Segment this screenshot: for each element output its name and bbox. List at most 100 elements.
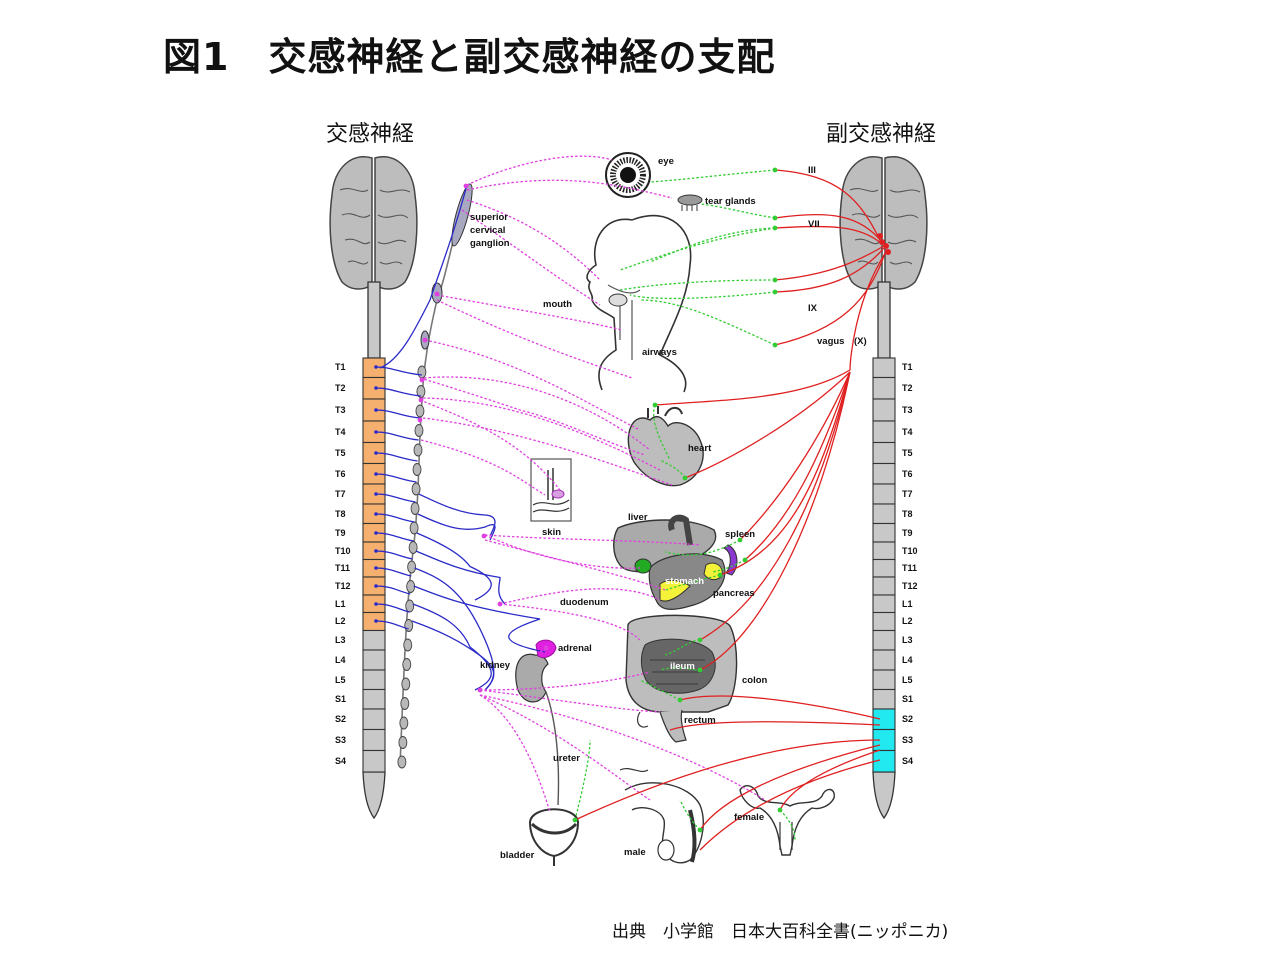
right-segment-label-l3: L3: [902, 635, 913, 645]
splanchnic-fiber: [415, 550, 506, 605]
eye-organ: [605, 152, 651, 198]
fiber-origin-dot: [374, 531, 378, 535]
right-segment-label-t9: T9: [902, 528, 913, 538]
left-segment-label-t12: T12: [335, 581, 351, 591]
ganglion-dot: [543, 645, 549, 651]
spine-segment-s2: [362, 708, 386, 731]
fiber-origin-dot: [374, 365, 378, 369]
ganglion-dot: [477, 687, 483, 693]
parasympathetic-postganglionic-fiber: [679, 799, 701, 831]
right-segment-label-l4: L4: [902, 655, 913, 665]
chain-ganglion: [411, 482, 421, 496]
spine-segment-s3: [362, 728, 386, 752]
chain-ganglion: [406, 580, 416, 593]
parasympathetic-fiber: [679, 695, 881, 720]
fiber-origin-dot: [374, 492, 378, 496]
preganglionic-fiber-t11: [375, 567, 412, 577]
postganglionic-fiber: [479, 694, 766, 801]
chain-ganglion: [398, 736, 408, 749]
nerve-vii-label: VII: [808, 219, 820, 230]
left-segment-label-l3: L3: [335, 635, 346, 645]
kidney-label: kidney: [480, 660, 511, 671]
kidney-adrenal-organs: [515, 639, 560, 806]
preganglionic-fiber-l2: [375, 620, 409, 630]
left-segment-label-t9: T9: [335, 528, 346, 538]
spine-segment-l5: [362, 669, 386, 691]
ileum-label: ileum: [670, 661, 695, 672]
ganglion-label-1: superior: [470, 212, 508, 223]
parasympathetic-postganglionic-fiber: [711, 559, 746, 573]
cranial-nerve-labels: III VII IX vagus (X): [808, 165, 867, 347]
pancreas-label: pancreas: [713, 588, 755, 599]
preganglionic-fiber-t2: [375, 387, 421, 397]
spine-segment-t5: [872, 441, 896, 465]
parasympathetic-fiber: [699, 759, 881, 851]
preganglionic-fiber-t7: [375, 493, 416, 503]
postganglionic-fiber: [419, 399, 561, 491]
parasympathetic-fiber: [774, 249, 887, 346]
terminal-ganglion-dot: [772, 225, 778, 231]
rectum-label: rectum: [684, 715, 716, 726]
left-segment-label-t10: T10: [335, 546, 351, 556]
parasympathetic-fiber: [684, 371, 851, 479]
splanchnic-fiber: [412, 603, 492, 691]
left-segment-label-s2: S2: [335, 714, 346, 724]
parasympathetic-fiber: [774, 213, 883, 243]
postganglionic-fiber: [422, 417, 673, 486]
nerve-iii-label: III: [808, 165, 816, 176]
parasympathetic-postganglionic-fiber: [699, 203, 776, 219]
chain-ganglion: [416, 385, 426, 398]
spine-segment-t9: [872, 522, 896, 543]
preganglionic-fiber-t8: [375, 513, 415, 523]
postganglionic-fiber: [466, 199, 601, 281]
chain-ganglion: [409, 521, 419, 535]
ascending-chain-fiber: [379, 184, 468, 369]
duodenum-label: duodenum: [560, 597, 609, 608]
female-label: female: [734, 812, 764, 823]
ganglion-dot: [417, 417, 423, 423]
chain-ganglion: [402, 658, 412, 671]
spinal-cord-tail: [872, 771, 896, 820]
heart-organ: [627, 406, 704, 487]
parasympathetic-preganglionic-fibers: [574, 169, 891, 851]
terminal-ganglion-dot: [772, 277, 778, 283]
parasympathetic-fiber: [779, 749, 881, 811]
right-segment-label-t10: T10: [902, 546, 918, 556]
right-segment-label-s4: S4: [902, 756, 913, 766]
skin-label: skin: [542, 527, 561, 538]
terminal-ganglion-dot: [777, 807, 783, 813]
splanchnic-fiber: [417, 513, 496, 541]
parasympathetic-postganglionic-fiber: [649, 227, 776, 263]
chain-ganglion: [410, 502, 420, 515]
terminal-ganglion-dot: [677, 697, 683, 703]
right-brain: [839, 156, 928, 290]
left-segment-label-t3: T3: [335, 405, 346, 415]
intestine-organs: [625, 614, 738, 743]
splanchnic-fiber: [418, 493, 496, 537]
right-segment-label-l5: L5: [902, 675, 913, 685]
right-segment-label-s2: S2: [902, 714, 913, 724]
ganglion-dot: [419, 377, 425, 383]
bladder-label: bladder: [500, 850, 535, 861]
chain-ganglion: [400, 697, 410, 710]
preganglionic-fiber-t4: [375, 431, 419, 441]
fiber-origin-dot: [374, 619, 378, 623]
liver-stomach-organs: [613, 514, 738, 610]
postganglionic-fiber: [466, 155, 613, 186]
chain-ganglia: [397, 365, 427, 769]
left-segment-label-l4: L4: [335, 655, 346, 665]
right-segment-label-t12: T12: [902, 581, 918, 591]
left-segment-label-t2: T2: [335, 383, 346, 393]
parasympathetic-postganglionic-fiber: [574, 739, 591, 821]
ganglion-dot: [422, 337, 428, 343]
mouth-label: mouth: [543, 299, 572, 310]
parasympathetic-fiber: [699, 744, 881, 831]
postganglionic-fiber: [461, 209, 601, 306]
male-label: male: [624, 847, 646, 858]
parasympathetic-fiber: [719, 371, 851, 576]
parasympathetic-fiber: [774, 245, 885, 281]
splanchnic-fiber: [416, 532, 492, 601]
parasympathetic-fiber: [774, 169, 881, 241]
parasympathetic-fiber: [574, 739, 881, 821]
terminal-ganglion-dot: [772, 215, 778, 221]
